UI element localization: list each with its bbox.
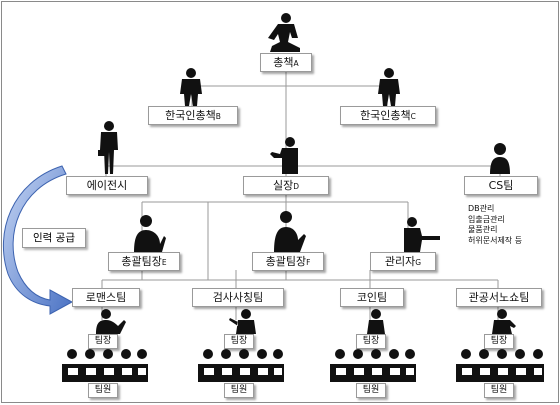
team-leader-silhouette-icon xyxy=(96,309,126,334)
cs-task-list: DB관리 입출금관리 물품관리 허위문서제작 등 xyxy=(468,204,522,246)
boss-silhouette-icon xyxy=(268,13,300,52)
man-silhouette-icon xyxy=(378,68,400,106)
team-coin[interactable]: 코인팀 xyxy=(340,288,404,307)
team-leader-label: 팀장 xyxy=(224,334,254,349)
admin-silhouette-icon xyxy=(404,217,440,252)
manager-e-silhouette-icon xyxy=(134,215,166,252)
team-romance[interactable]: 로맨스팀 xyxy=(72,288,140,307)
team-members-label: 팀원 xyxy=(88,383,118,398)
cs-task-item: 물품관리 xyxy=(468,225,498,234)
staff-silhouette-icon xyxy=(490,143,510,174)
team-public-office-noshow[interactable]: 관공서노쇼팀 xyxy=(456,288,542,307)
pointing-man-silhouette-icon xyxy=(270,137,298,174)
team-prosecutor-impersonation[interactable]: 검사사칭팀 xyxy=(192,288,284,307)
phone-man-silhouette-icon xyxy=(98,121,118,174)
node-korean-chief-b[interactable]: 한국인총책B xyxy=(148,106,238,125)
cs-task-item: 허위문서제작 등 xyxy=(468,235,523,245)
node-general-manager-f[interactable]: 총괄팀장F xyxy=(252,252,324,271)
team-leader-label: 팀장 xyxy=(356,334,386,349)
team-members-group-icon xyxy=(62,349,148,382)
team-leader-silhouette-icon xyxy=(367,309,385,334)
node-agency[interactable]: 에이전시 xyxy=(66,176,148,195)
team-members-group-icon xyxy=(330,349,416,382)
manager-f-silhouette-icon xyxy=(274,211,306,252)
node-chief[interactable]: 총책A xyxy=(260,53,312,72)
team-leader-silhouette-icon xyxy=(492,309,516,334)
team-members-group-icon xyxy=(456,349,544,382)
team-leader-label: 팀장 xyxy=(484,334,514,349)
cs-task-item: 입출금관리 xyxy=(468,214,505,224)
node-admin-g[interactable]: 관리자G xyxy=(370,252,436,271)
supply-label: 인력 공급 xyxy=(22,228,86,248)
node-cs-team[interactable]: CS팀 xyxy=(464,176,538,195)
team-members-label: 팀원 xyxy=(484,383,514,398)
team-leader-silhouette-icon xyxy=(229,309,256,334)
man-silhouette-icon xyxy=(180,68,202,106)
supply-arrow xyxy=(2,165,74,315)
node-director[interactable]: 실장D xyxy=(243,176,329,195)
team-members-label: 팀원 xyxy=(356,383,386,398)
node-korean-chief-c[interactable]: 한국인총책C xyxy=(340,106,436,125)
team-members-group-icon xyxy=(198,349,284,382)
node-general-manager-e[interactable]: 총괄팀장E xyxy=(108,252,180,271)
team-members-label: 팀원 xyxy=(224,383,254,398)
cs-task-item: DB관리 xyxy=(468,204,495,213)
team-leader-label: 팀장 xyxy=(88,334,118,349)
